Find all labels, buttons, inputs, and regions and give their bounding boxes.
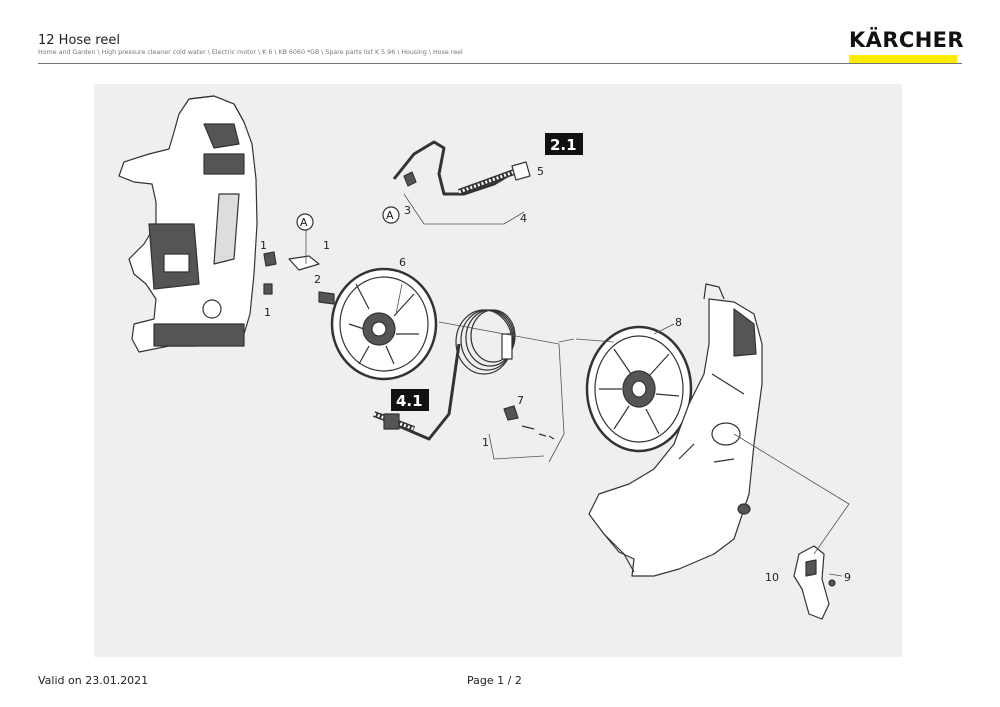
connector-a-marker-top: A: [296, 213, 314, 231]
logo-wordmark: KÄRCHER: [849, 28, 964, 52]
reference-tag-4-1: 4.1: [391, 389, 429, 411]
exploded-view-drawing: 1 1 1 2 3 4 5 6 7 1 8 9 10 A A 2.1: [94, 84, 902, 657]
callout-9: 9: [844, 571, 851, 584]
housing-right-part: [588, 298, 763, 577]
svg-text:A: A: [386, 209, 394, 222]
callout-1c: 1: [264, 306, 271, 319]
hose-part: [392, 140, 515, 196]
exploded-view-svg: 1 1 1 2 3 4 5 6 7 1 8 9 10 A A 2.1: [118, 95, 851, 620]
svg-text:2.1: 2.1: [550, 136, 577, 154]
breadcrumb: Home and Garden \ High pressure cleaner …: [38, 49, 463, 56]
logo-yellow-bar: [849, 55, 957, 63]
valid-date: Valid on 23.01.2021: [38, 674, 149, 687]
callout-7: 7: [517, 394, 524, 407]
connector-a-marker-hose: A: [382, 206, 400, 224]
callout-2: 2: [314, 273, 321, 286]
callout-1a: 1: [260, 239, 267, 252]
callout-5: 5: [537, 165, 544, 178]
header-divider: [38, 63, 962, 64]
callout-4: 4: [520, 212, 527, 225]
callout-10: 10: [765, 571, 779, 584]
callout-3: 3: [404, 204, 411, 217]
brand-logo: KÄRCHER: [849, 28, 964, 63]
callout-8: 8: [675, 316, 682, 329]
handle-part: [793, 545, 830, 620]
reference-tag-2-1: 2.1: [545, 133, 583, 155]
callout-6: 6: [399, 256, 406, 269]
callout-1b: 1: [323, 239, 330, 252]
svg-text:4.1: 4.1: [396, 392, 423, 410]
page-title: 12 Hose reel: [38, 33, 120, 48]
page-number: Page 1 / 2: [467, 674, 522, 687]
callout-1d: 1: [482, 436, 489, 449]
svg-text:A: A: [300, 216, 308, 229]
